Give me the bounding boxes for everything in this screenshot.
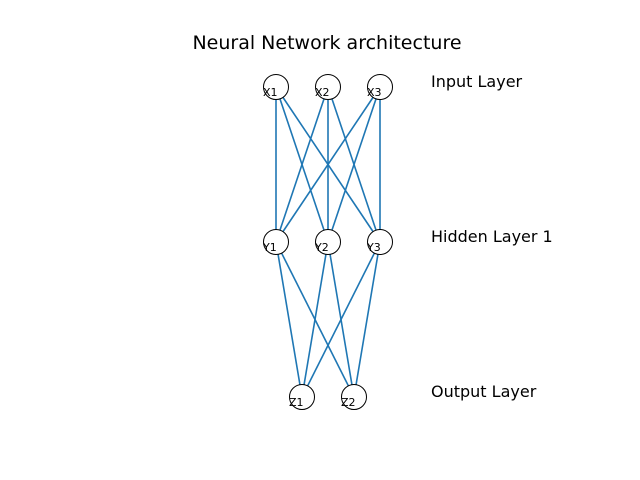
edge-x3-y2 <box>327 86 381 243</box>
node-label: Z2 <box>341 396 356 409</box>
node-circle <box>263 74 289 100</box>
node-circle <box>263 229 289 255</box>
edges-group <box>275 86 381 398</box>
node-y2: Y2 <box>314 229 341 255</box>
diagram-title: Neural Network architecture <box>192 32 461 54</box>
edge-y2-z1 <box>301 241 329 398</box>
node-label: X3 <box>367 86 382 99</box>
node-circle <box>315 74 341 100</box>
node-label: Z1 <box>289 396 304 409</box>
node-circle <box>367 229 393 255</box>
layer-label-output: Output Layer <box>431 382 537 401</box>
edge-y1-z1 <box>275 241 303 398</box>
node-z2: Z2 <box>341 384 367 410</box>
node-z1: Z1 <box>289 384 315 410</box>
node-x2: X2 <box>315 74 341 100</box>
node-y1: Y1 <box>262 229 289 255</box>
edge-x3-y1 <box>275 86 381 243</box>
node-x1: X1 <box>263 74 289 100</box>
node-label: Y2 <box>314 241 329 254</box>
node-circle <box>315 229 341 255</box>
node-x3: X3 <box>367 74 393 100</box>
node-circle <box>341 384 367 410</box>
node-circle <box>367 74 393 100</box>
node-label: X1 <box>263 86 278 99</box>
layer-labels-group: Input Layer Hidden Layer 1 Output Layer <box>431 72 553 401</box>
node-circle <box>289 384 315 410</box>
node-label: X2 <box>315 86 330 99</box>
edge-y3-z1 <box>301 241 381 398</box>
node-label: Y1 <box>262 241 277 254</box>
layer-label-input: Input Layer <box>431 72 523 91</box>
edge-y3-z2 <box>353 241 381 398</box>
node-label: Y3 <box>366 241 381 254</box>
layer-label-hidden-1: Hidden Layer 1 <box>431 227 553 246</box>
edge-x2-y1 <box>275 86 329 243</box>
node-y3: Y3 <box>366 229 393 255</box>
